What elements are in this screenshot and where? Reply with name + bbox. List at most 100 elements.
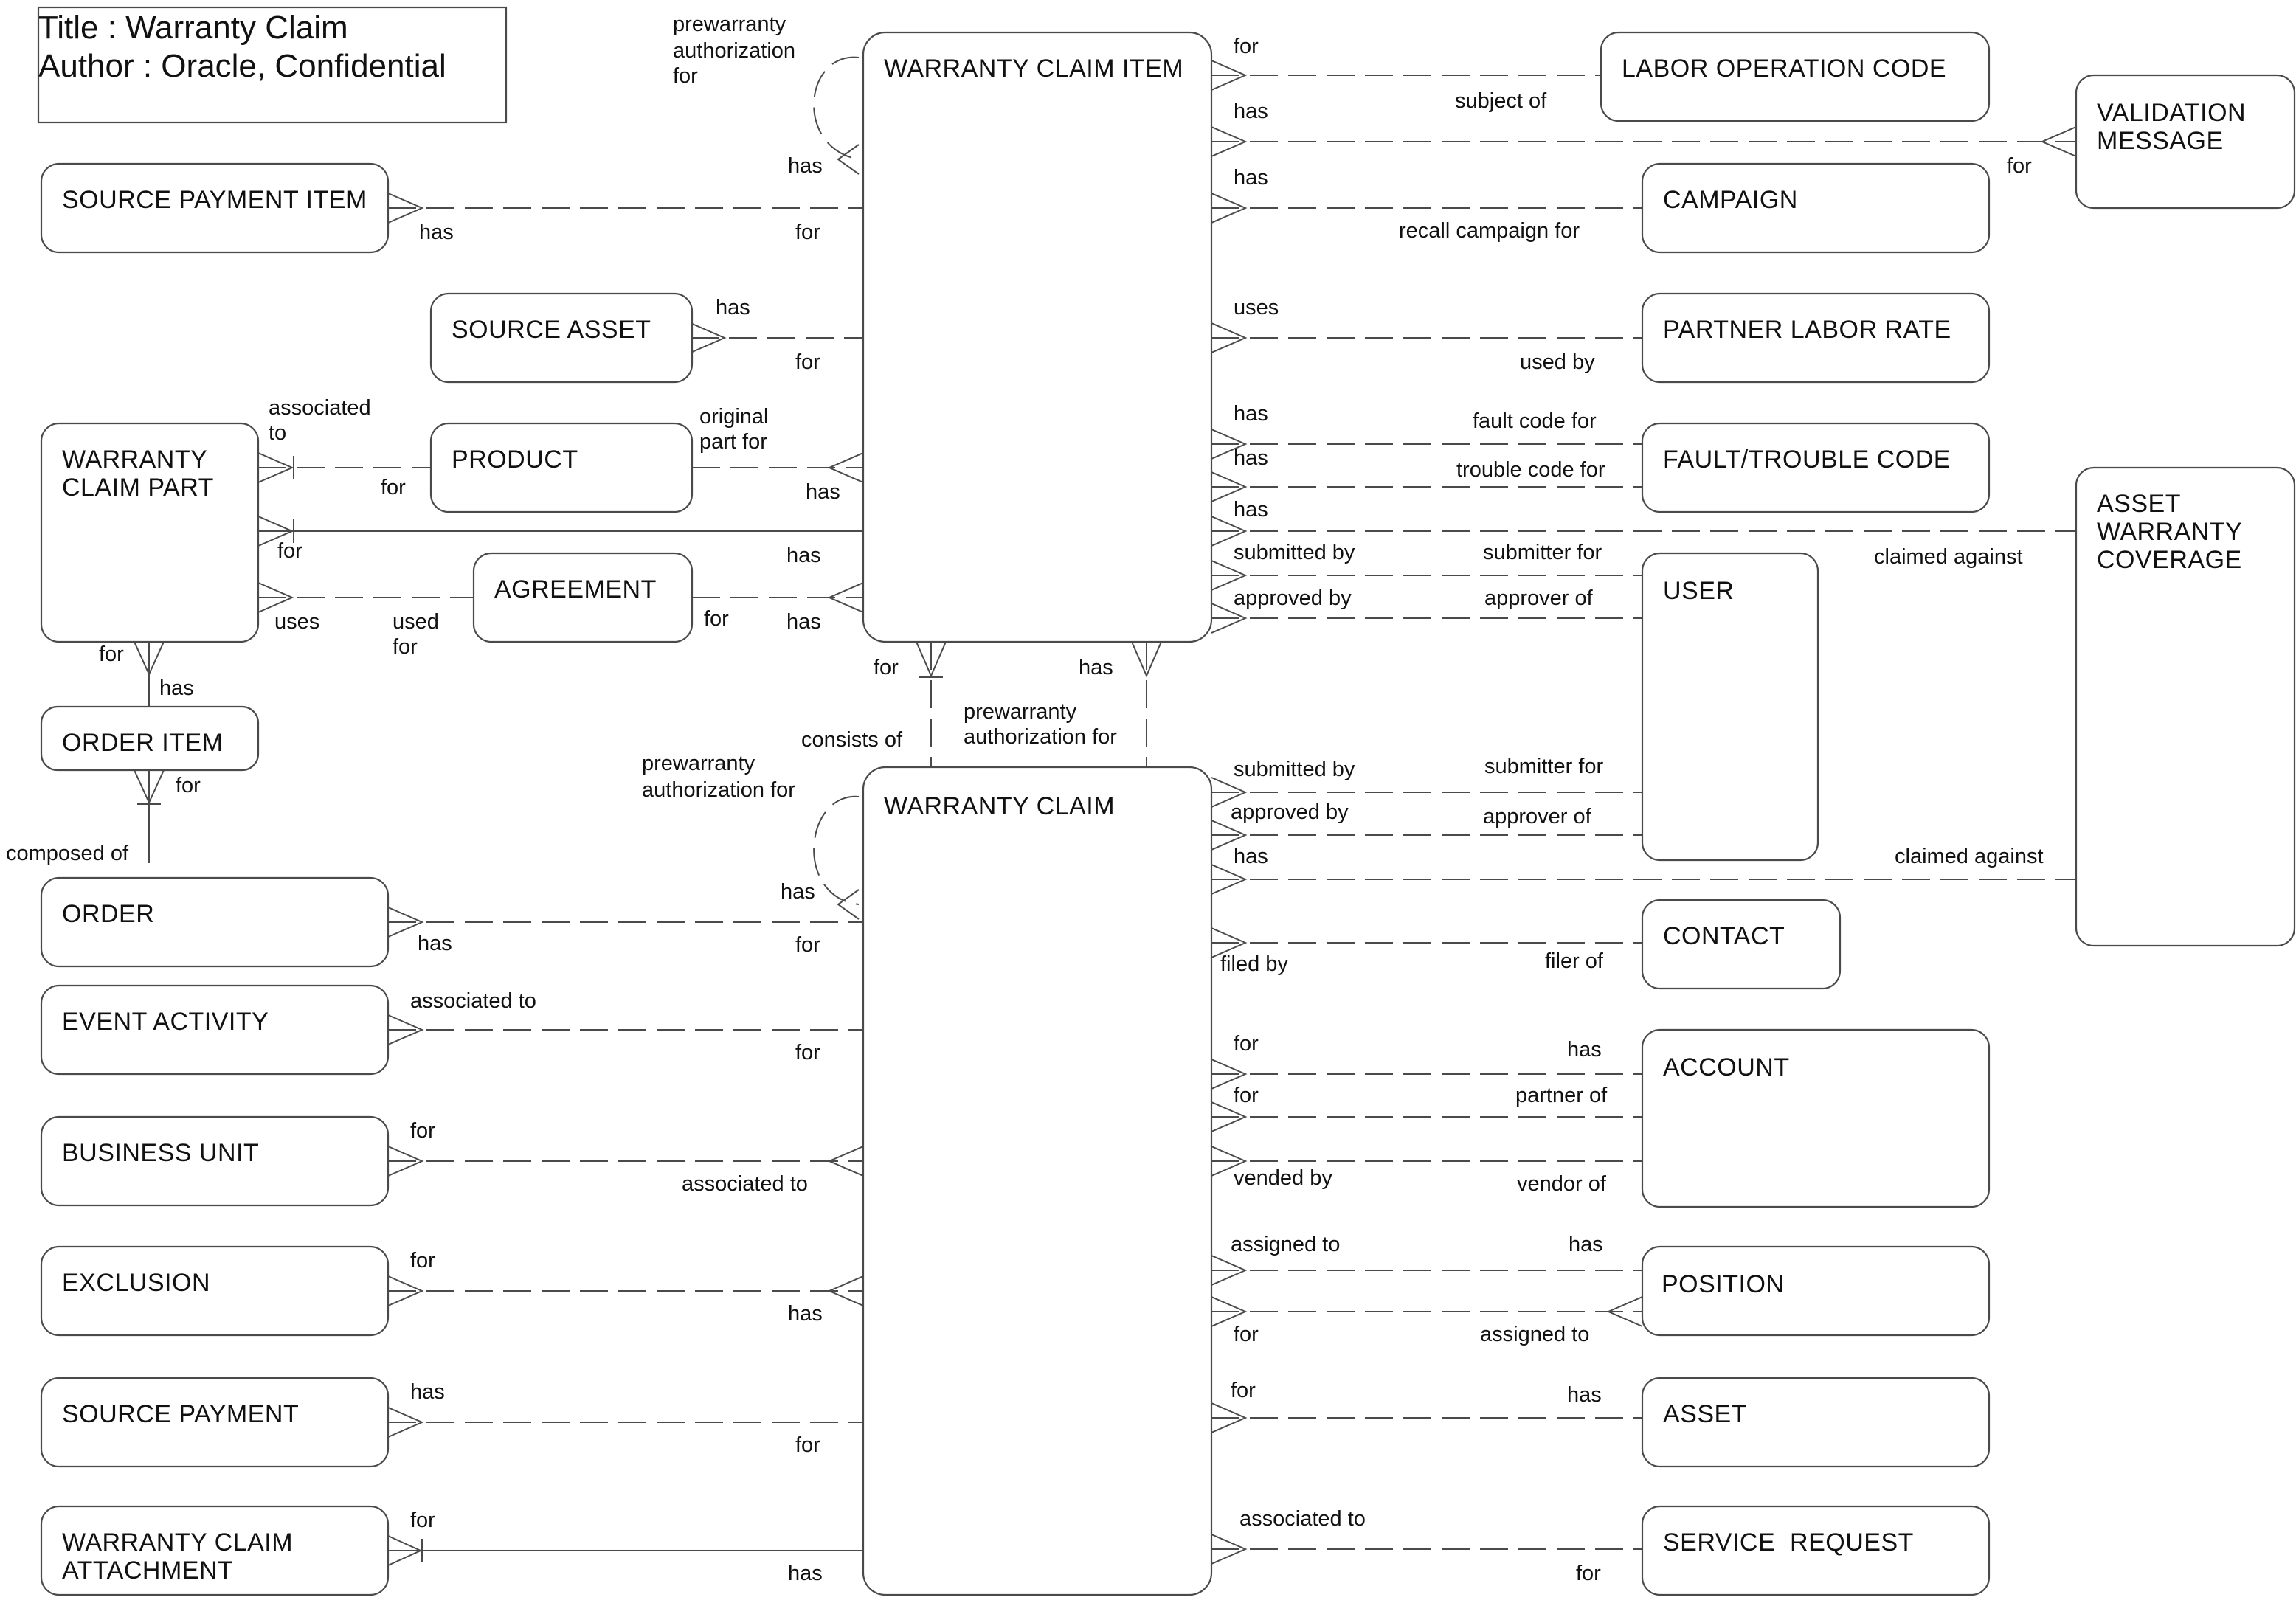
entity-fault-trouble-code[interactable]: FAULT/TROUBLE CODE [1641,422,1991,513]
rel-label: for [874,656,899,679]
rel-label: for [99,643,124,666]
wci-awc-crowfoot [1211,516,1248,547]
bu-crowfoot-right [827,1146,864,1177]
spi-crowfoot [387,193,424,224]
rel-label: approver of [1483,805,1592,828]
entity-name-line2: WARRANTY [2097,518,2242,546]
entity-labor-operation-code[interactable]: LABOR OPERATION CODE [1600,31,1991,122]
entity-agreement[interactable]: AGREEMENT [472,552,694,643]
entity-name: AGREEMENT [494,575,657,603]
event-crowfoot [387,1014,424,1045]
rel-label: has [781,880,815,904]
entity-source-payment-item[interactable]: SOURCE PAYMENT ITEM [40,162,390,254]
entity-name: PRODUCT [452,446,578,474]
entity-asset[interactable]: ASSET [1641,1377,1991,1468]
rel-label: for [1234,35,1259,58]
rel-label: uses [274,610,319,634]
rel-label: authorization for [964,725,1117,749]
rel-label: for [795,221,820,244]
exclusion-crowfoot-left [387,1275,424,1306]
wcp-wci-crowfoot [257,516,294,547]
entity-campaign[interactable]: CAMPAIGN [1641,162,1991,254]
rel-label: for [795,1433,820,1457]
rel-label: for [1231,1379,1256,1402]
rel-label: for [1234,1084,1259,1107]
wci-laborop-crowfoot [1211,60,1248,91]
rel-label: filed by [1220,952,1288,976]
entity-asset-warranty-coverage[interactable]: ASSET WARRANTY COVERAGE [2075,466,2296,947]
exclusion-crowfoot-right [827,1275,864,1306]
rel-label: has [788,1562,823,1585]
entity-name: SOURCE ASSET [452,316,651,344]
entity-order-item[interactable]: ORDER ITEM [40,705,260,772]
rel-label: recall campaign for [1399,219,1580,243]
entity-event-activity[interactable]: EVENT ACTIVITY [40,984,390,1076]
entity-name: ASSET [1663,1400,1747,1428]
wci-fault-crowfoot [1211,429,1248,460]
rel-label: for [410,1249,435,1273]
rel-label: has [419,221,454,244]
entity-user[interactable]: USER [1641,552,1819,862]
rel-label: has [418,932,452,955]
entity-position[interactable]: POSITION [1641,1245,1991,1337]
entity-name: ORDER ITEM [62,729,223,757]
wc-account-vendor-crowfoot [1211,1146,1248,1177]
rel-label: for [393,635,418,659]
entity-source-payment[interactable]: SOURCE PAYMENT [40,1377,390,1468]
rel-label: for [410,1119,435,1143]
rel-label: for [704,607,729,631]
rel-label: has [786,544,821,567]
entity-validation-message[interactable]: VALIDATION MESSAGE [2075,74,2296,210]
entity-warranty-claim-attachment[interactable]: WARRANTY CLAIM ATTACHMENT [40,1505,390,1596]
wcp-agreement-crowfoot [257,582,294,613]
entity-business-unit[interactable]: BUSINESS UNIT [40,1115,390,1207]
wc-asset-crowfoot [1211,1402,1248,1433]
rel-label: submitted by [1234,541,1355,564]
entity-order[interactable]: ORDER [40,876,390,968]
rel-label: has [159,676,194,700]
wc-account-partner-crowfoot [1211,1101,1248,1132]
rel-label: claimed against [1874,545,2023,569]
entity-name: SERVICE REQUEST [1663,1528,1914,1557]
rel-label: consists of [801,728,903,752]
wc-self-relationship [813,795,860,905]
wcp-product-crowfoot [257,452,294,483]
entity-warranty-claim-item[interactable]: WARRANTY CLAIM ITEM [862,31,1213,643]
entity-name-line1: WARRANTY CLAIM [62,1528,293,1557]
sa-crowfoot [690,322,727,353]
entity-warranty-claim[interactable]: WARRANTY CLAIM [862,766,1213,1596]
title-box [37,6,508,124]
wci-wc-crowfoot [916,641,947,678]
entity-product[interactable]: PRODUCT [429,422,694,513]
entities: SOURCE PAYMENT ITEM SOURCE ASSET WARRANT… [40,31,2296,1596]
entity-account[interactable]: ACCOUNT [1641,1028,1991,1208]
rel-label: has [1234,498,1268,522]
entity-contact[interactable]: CONTACT [1641,899,1842,990]
rel-label: has [788,154,823,178]
entity-partner-labor-rate[interactable]: PARTNER LABOR RATE [1641,292,1991,384]
entity-name: SOURCE PAYMENT ITEM [62,186,367,214]
rel-label: for [795,350,820,374]
rel-label: has [1234,402,1268,426]
wci-wc-prewarranty-crowfoot [1131,641,1162,678]
rel-label: has [716,296,750,319]
relationship-labels: prewarranty authorization for has has fo… [6,13,2044,1585]
rel-label: for [2007,154,2032,178]
rel-label: assigned to [1480,1323,1589,1346]
rel-label: vended by [1234,1166,1332,1190]
order-crowfoot [387,907,424,938]
entity-exclusion[interactable]: EXCLUSION [40,1245,390,1337]
entity-warranty-claim-part[interactable]: WARRANTY CLAIM PART [40,422,260,643]
entity-source-asset[interactable]: SOURCE ASSET [429,292,694,384]
rel-label: associated to [410,989,536,1013]
rel-label: used by [1520,350,1595,374]
entity-name-line2: MESSAGE [2097,127,2224,155]
rel-label: for [673,64,698,88]
entity-service-request[interactable]: SERVICE REQUEST [1641,1505,1991,1596]
wci-laborrate-crowfoot [1211,322,1248,353]
entity-name-line1: WARRANTY [62,446,207,474]
rel-label: prewarranty [673,13,786,36]
wc-user-submit-crowfoot [1211,777,1248,808]
rel-label: original [699,405,769,429]
attachment-crowfoot [387,1535,423,1566]
